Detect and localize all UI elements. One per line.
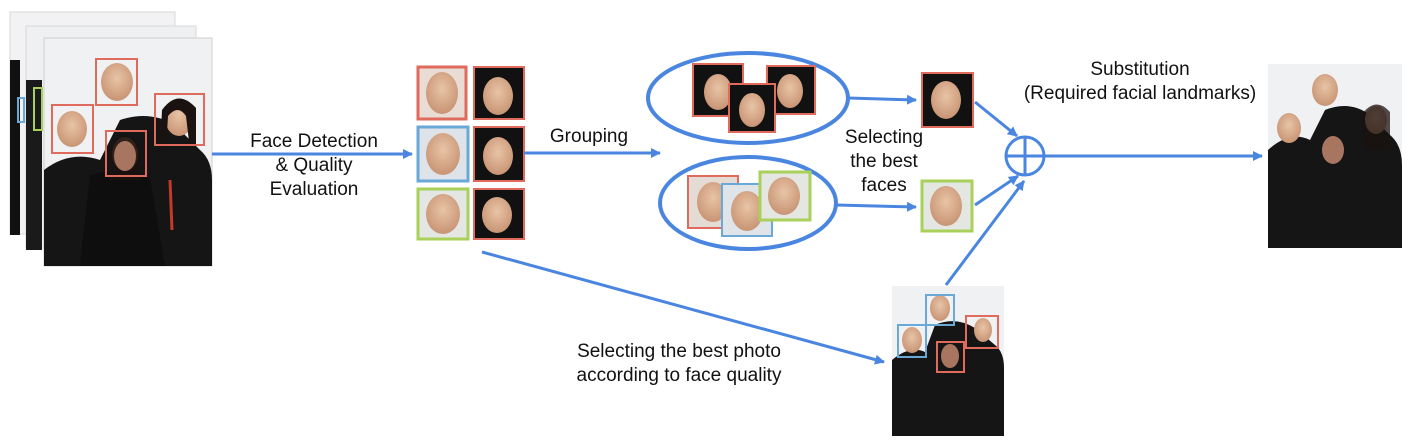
face-box-blue	[897, 324, 927, 358]
face-thumb-green	[416, 187, 470, 241]
group-women	[646, 51, 850, 145]
arrow-into-combiner	[944, 180, 1026, 286]
best-face-man	[920, 179, 974, 233]
arrow-best-photo	[481, 250, 885, 365]
face-thumb-red	[473, 126, 525, 182]
arrow-into-combiner	[974, 174, 1019, 207]
selecting-photo-line: Selecting the best photo	[577, 341, 781, 362]
arrow-best-woman	[847, 94, 917, 105]
selecting-faces-label: Selecting the best faces	[822, 126, 946, 198]
substitution-label: Substitution (Required facial landmarks)	[990, 58, 1290, 106]
selecting-photo-line: according to face quality	[576, 365, 782, 386]
face-box-red	[154, 93, 205, 146]
input-photo-stack	[9, 11, 213, 267]
selecting-faces-line: faces	[861, 175, 907, 196]
selecting-faces-line: Selecting	[844, 127, 924, 148]
substitution-line: Substitution	[1090, 59, 1190, 80]
face-thumb-blue	[416, 125, 470, 183]
selecting-faces-line: the best	[850, 151, 918, 172]
front-group-photo	[17, 37, 213, 267]
face-thumb-red	[416, 65, 468, 121]
group-men	[658, 155, 838, 251]
face-box-red	[95, 58, 138, 106]
detection-label: Face Detection & Quality Evaluation	[228, 130, 400, 202]
face-box-red	[936, 341, 965, 373]
arrow-best-man	[835, 201, 917, 212]
best-group-photo	[892, 286, 1004, 436]
face-thumb-red	[473, 188, 525, 240]
detection-label-line: Evaluation	[269, 179, 359, 200]
substitution-line: (Required facial landmarks)	[1023, 83, 1257, 104]
output-group-photo	[1268, 64, 1402, 248]
detection-label-line: Face Detection	[250, 131, 378, 152]
face-box-red	[105, 130, 147, 177]
face-box-red	[965, 315, 999, 349]
detected-faces-grid	[416, 65, 525, 241]
best-face-woman	[921, 72, 974, 128]
face-box-blue	[925, 294, 955, 326]
grouping-label: Grouping	[549, 126, 629, 147]
detection-label-line: & Quality	[275, 155, 353, 176]
face-thumb-red	[473, 66, 525, 120]
arrow-into-combiner	[974, 100, 1018, 138]
face-box-red	[51, 104, 94, 154]
group-ellipse	[658, 155, 838, 251]
circle-plus-icon	[1004, 135, 1046, 177]
selecting-photo-label: Selecting the best photo according to fa…	[540, 340, 818, 388]
